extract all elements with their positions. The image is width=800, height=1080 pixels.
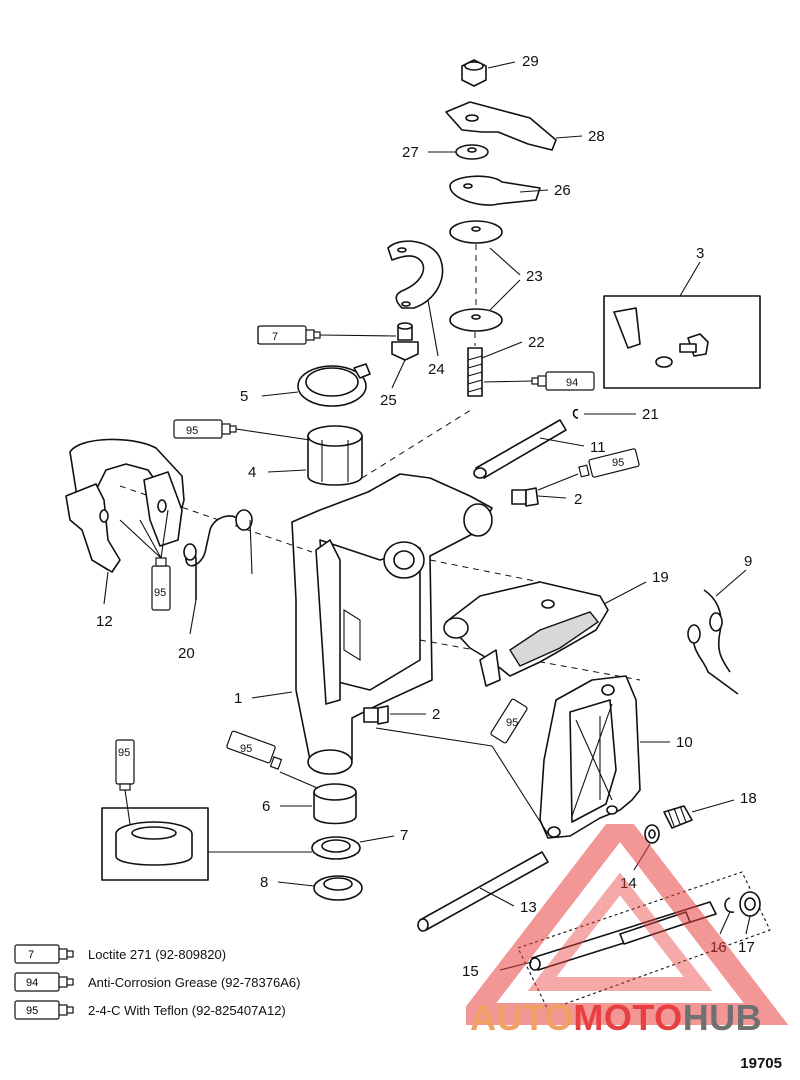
tube-icon: 94 (14, 972, 74, 992)
part-22-stud (467, 332, 483, 397)
part-27-washer (455, 144, 489, 160)
part-18-spring (663, 805, 693, 829)
callout-19: 19 (652, 569, 669, 586)
grease-tube-95-a: 95 (173, 419, 237, 439)
svg-text:95: 95 (506, 717, 518, 729)
grease-tube-95-c: 95 (151, 557, 171, 611)
grease-tube-95-e: 95 (226, 730, 283, 770)
part-19-tilt-lock (443, 581, 609, 687)
svg-text:95: 95 (240, 743, 252, 755)
callout-6: 6 (262, 798, 270, 815)
callout-10: 10 (676, 734, 693, 751)
svg-text:94: 94 (566, 377, 578, 389)
part-7-washer (311, 836, 361, 860)
legend-row-94: 94 Anti-Corrosion Grease (92-78376A6) (14, 968, 374, 996)
part-23-washers (449, 220, 503, 332)
callout-5: 5 (240, 388, 248, 405)
callout-8: 8 (260, 874, 268, 891)
inset-bushing-detail (101, 807, 209, 881)
part-3-kit (603, 295, 761, 389)
grease-tube-94: 94 (531, 371, 595, 391)
legend-text-94: Anti-Corrosion Grease (92-78376A6) (88, 974, 301, 990)
callout-22: 22 (528, 334, 545, 351)
part-4-bushing (307, 425, 363, 486)
legend-text-7: Loctite 271 (92-809820) (88, 946, 227, 962)
legend-row-7: 7 Loctite 271 (92-809820) (14, 940, 374, 968)
part-2-fitting-upper (511, 487, 539, 507)
callout-24: 24 (428, 361, 445, 378)
callout-7: 7 (400, 827, 408, 844)
svg-text:95: 95 (154, 587, 166, 599)
part-6-bushing (313, 783, 357, 825)
callout-2b: 2 (432, 706, 440, 723)
callout-15: 15 (462, 963, 479, 980)
callout-11: 11 (590, 439, 606, 456)
part-2-fitting-lower (363, 705, 389, 725)
svg-text:95: 95 (186, 425, 198, 437)
callout-2a: 2 (574, 491, 582, 508)
part-9-spring (687, 589, 739, 695)
part-1-swivel-bracket (291, 473, 493, 775)
part-10-tilt-bracket (539, 675, 641, 839)
svg-text:7: 7 (272, 331, 278, 343)
grease-tube-95-d: 95 (490, 698, 528, 744)
svg-text:95: 95 (26, 1005, 38, 1017)
svg-text:7: 7 (28, 949, 34, 961)
callout-13: 13 (520, 899, 537, 916)
callout-20: 20 (178, 645, 195, 662)
callout-3: 3 (696, 245, 704, 262)
callout-29: 29 (522, 53, 539, 70)
svg-text:95: 95 (118, 747, 130, 759)
part-26-tab-washer (449, 175, 541, 206)
part-25-bolt (391, 322, 419, 361)
callout-16: 16 (710, 939, 727, 956)
callout-21: 21 (642, 406, 659, 423)
part-5-ring (297, 363, 371, 407)
tube-icon: 7 (14, 944, 74, 964)
callout-17: 17 (738, 939, 755, 956)
part-11-pin (473, 419, 567, 479)
tube-icon: 95 (14, 1000, 74, 1020)
part-12-clamp-bracket (65, 438, 185, 573)
legend-text-95: 2-4-C With Teflon (92-825407A12) (88, 1002, 286, 1018)
drawing-number: 19705 (740, 1055, 782, 1072)
grease-tube-95-b: 95 (578, 448, 640, 478)
part-28-lever (445, 101, 557, 151)
part-13-shaft (417, 851, 549, 932)
svg-text:94: 94 (26, 977, 38, 989)
compound-legend: 7 Loctite 271 (92-809820) 94 Anti-Corros… (14, 940, 374, 1024)
callout-27: 27 (402, 144, 419, 161)
grease-tube-95-f: 95 (115, 739, 135, 791)
callout-26: 26 (554, 182, 571, 199)
callout-25: 25 (380, 392, 397, 409)
callout-23: 23 (526, 268, 543, 285)
part-15-tube-kit (517, 871, 771, 1011)
callout-14: 14 (620, 875, 637, 892)
part-29-nut (461, 59, 487, 87)
callout-28: 28 (588, 128, 605, 145)
callout-1: 1 (234, 690, 242, 707)
part-14-washer (644, 824, 660, 844)
part-21-clip (572, 408, 579, 419)
part-20-spring (183, 509, 253, 600)
callout-12: 12 (96, 613, 113, 630)
legend-row-95: 95 2-4-C With Teflon (92-825407A12) (14, 996, 374, 1024)
part-8-bushing (313, 875, 363, 901)
callout-9: 9 (744, 553, 752, 570)
callout-18: 18 (740, 790, 757, 807)
part-24-saddle (387, 240, 444, 309)
callout-4: 4 (248, 464, 256, 481)
svg-text:95: 95 (612, 457, 624, 469)
sealant-tube-7-top: 7 (257, 325, 321, 345)
